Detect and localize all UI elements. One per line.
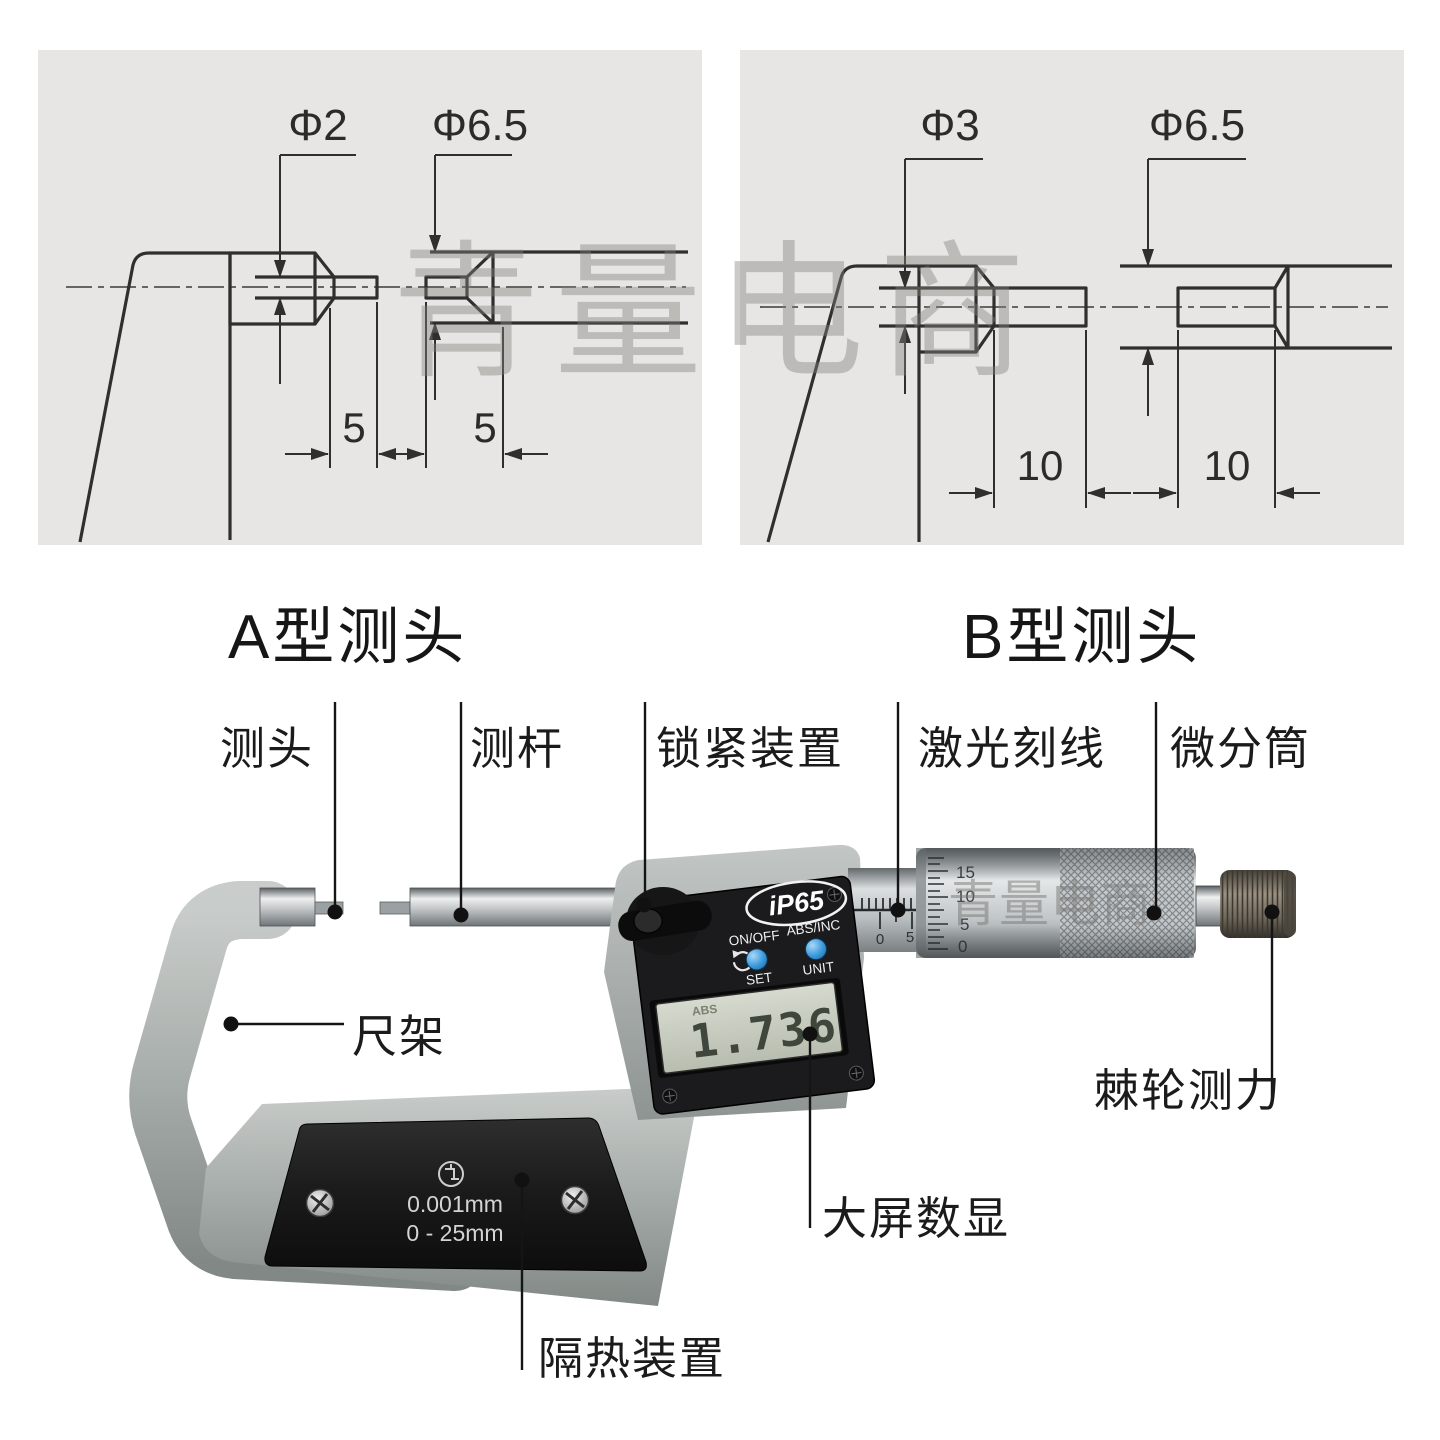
- callout-ratchet: 棘轮测力: [1094, 1065, 1283, 1116]
- leader-lines: [231, 702, 1274, 1370]
- absinc-label: ABS/INC: [786, 917, 842, 939]
- sleeve: 0 5: [848, 868, 918, 952]
- plate-range: 0 - 25mm: [406, 1220, 503, 1246]
- callout-measuring-rod: 测杆: [470, 723, 565, 774]
- thimble: 15 10 5 0: [916, 848, 1196, 958]
- insulation-plate: 0.001mm 0 - 25mm: [264, 1117, 647, 1272]
- dim-body-diameter-a: Φ6.5: [432, 101, 528, 150]
- dim-spindle-tip-length-b: 10: [1204, 442, 1251, 489]
- dim-body-diameter-b: Φ6.5: [1149, 101, 1245, 150]
- sleeve-number-0: 0: [876, 931, 884, 948]
- display-module: iP65 ON/OFF SET ABS/INC UNIT ABS 1.736: [629, 875, 876, 1115]
- title-type-b: B型测头: [962, 603, 1202, 672]
- reset-icon-arrow: [732, 950, 741, 959]
- callout-laser-lines: 激光刻线: [918, 723, 1107, 774]
- diagram-b-drawing: Φ3 Φ6.5 10 10: [760, 101, 1392, 543]
- callout-measuring-head: 测头: [220, 723, 315, 774]
- frame-outline: [78, 250, 688, 543]
- callout-heat-insulation: 隔热装置: [538, 1333, 727, 1384]
- callout-locking-device: 锁紧装置: [656, 723, 845, 774]
- lcd-screen: [655, 981, 844, 1074]
- plate-screw-right: [560, 1185, 590, 1215]
- onoff-label: ON/OFF: [728, 928, 780, 949]
- callout-big-display: 大屏数显: [822, 1193, 1011, 1244]
- diagram-a-drawing: Φ2 Φ6.5 5 5: [66, 101, 688, 543]
- dimension-lines: [899, 158, 1320, 508]
- dim-anvil-tip-length-b: 10: [1017, 442, 1064, 489]
- onoff-set-button[interactable]: [745, 948, 768, 971]
- leader-dots: [223, 897, 1280, 1188]
- dim-tip-diameter-a: Φ2: [288, 101, 348, 150]
- dim-anvil-tip-length-a: 5: [342, 404, 365, 451]
- dim-spindle-tip-length-a: 5: [473, 404, 496, 451]
- dimension-lines: [274, 154, 548, 468]
- absinc-unit-button[interactable]: [804, 937, 827, 961]
- ip65-badge-outline: [745, 880, 848, 927]
- plate-resolution: 0.001mm: [407, 1191, 503, 1217]
- title-type-a: A型测头: [228, 603, 468, 672]
- micrometer-photo: 0 5 15 10 5 0 iP65 ON/OFF SET ABS/INC UN…: [129, 702, 1296, 1370]
- dim-tip-diameter-b: Φ3: [920, 101, 980, 150]
- ip65-badge-label: iP65: [767, 885, 827, 922]
- diagram-panel-b: Φ3 Φ6.5 10 10: [740, 50, 1404, 545]
- spindle: [379, 887, 631, 927]
- ratchet: [1195, 870, 1296, 938]
- sleeve-number-5: 5: [906, 929, 914, 946]
- plate-screw-left: [305, 1188, 335, 1218]
- diagram-panel-a: Φ2 Φ6.5 5 5: [38, 50, 702, 545]
- set-label: SET: [745, 970, 773, 988]
- brand-logo: [438, 1161, 464, 1187]
- lcd-mode-indicator: ABS: [691, 1002, 718, 1019]
- unit-label: UNIT: [802, 959, 835, 978]
- callout-frame: 尺架: [352, 1011, 447, 1062]
- callout-thimble: 微分筒: [1170, 723, 1312, 774]
